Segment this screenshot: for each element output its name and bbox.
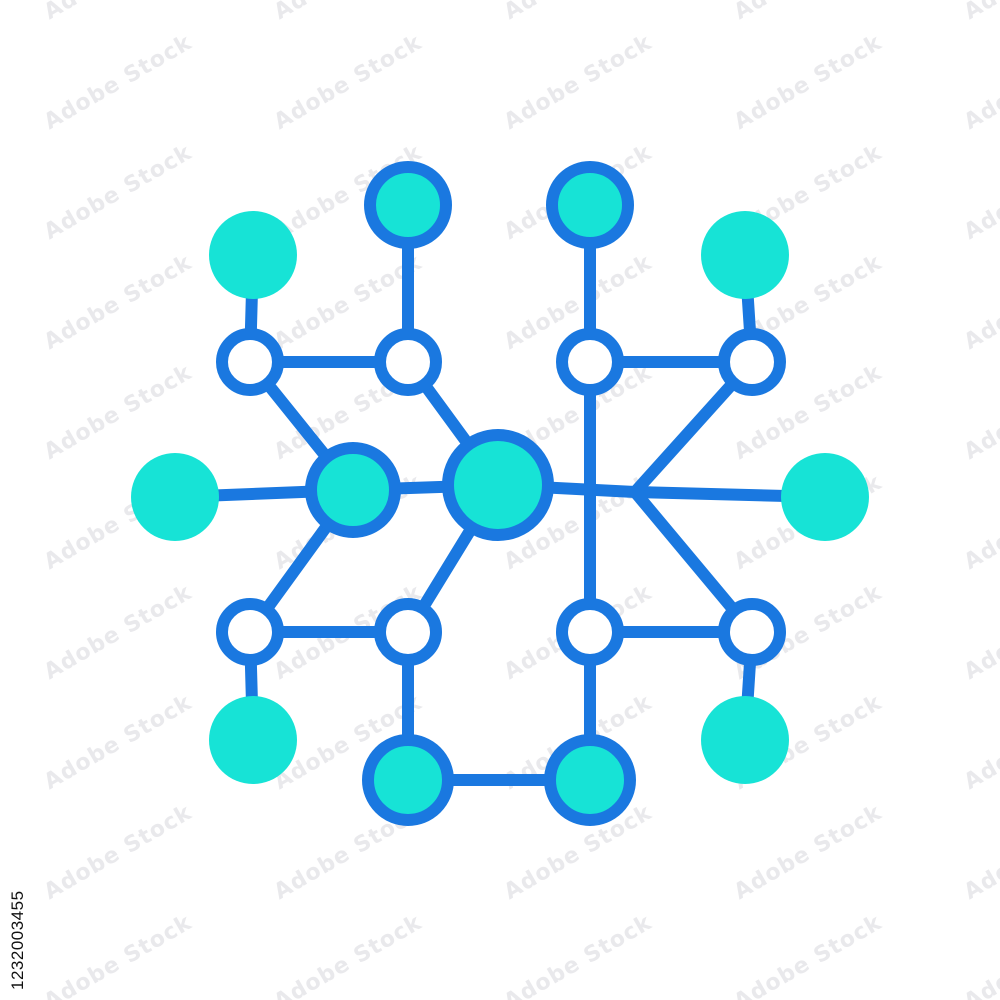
node-teal [781, 453, 869, 541]
node-teal [701, 211, 789, 299]
node-teal-outlined [305, 442, 401, 538]
network-nodes [131, 161, 869, 826]
node-white [374, 328, 442, 396]
node-teal [131, 453, 219, 541]
node-white [718, 328, 786, 396]
node-white [556, 328, 624, 396]
node-white [216, 328, 284, 396]
node-white [718, 598, 786, 666]
node-white [556, 598, 624, 666]
node-teal [209, 211, 297, 299]
node-teal-outlined [362, 734, 454, 826]
node-teal [209, 696, 297, 784]
stock-id-label: 1232003455 [8, 890, 27, 990]
node-teal [701, 696, 789, 784]
node-teal-outlined [544, 734, 636, 826]
node-white [216, 598, 284, 666]
node-teal-outlined [364, 161, 452, 249]
node-teal-outlined [546, 161, 634, 249]
node-teal-center [442, 429, 554, 541]
node-white [374, 598, 442, 666]
